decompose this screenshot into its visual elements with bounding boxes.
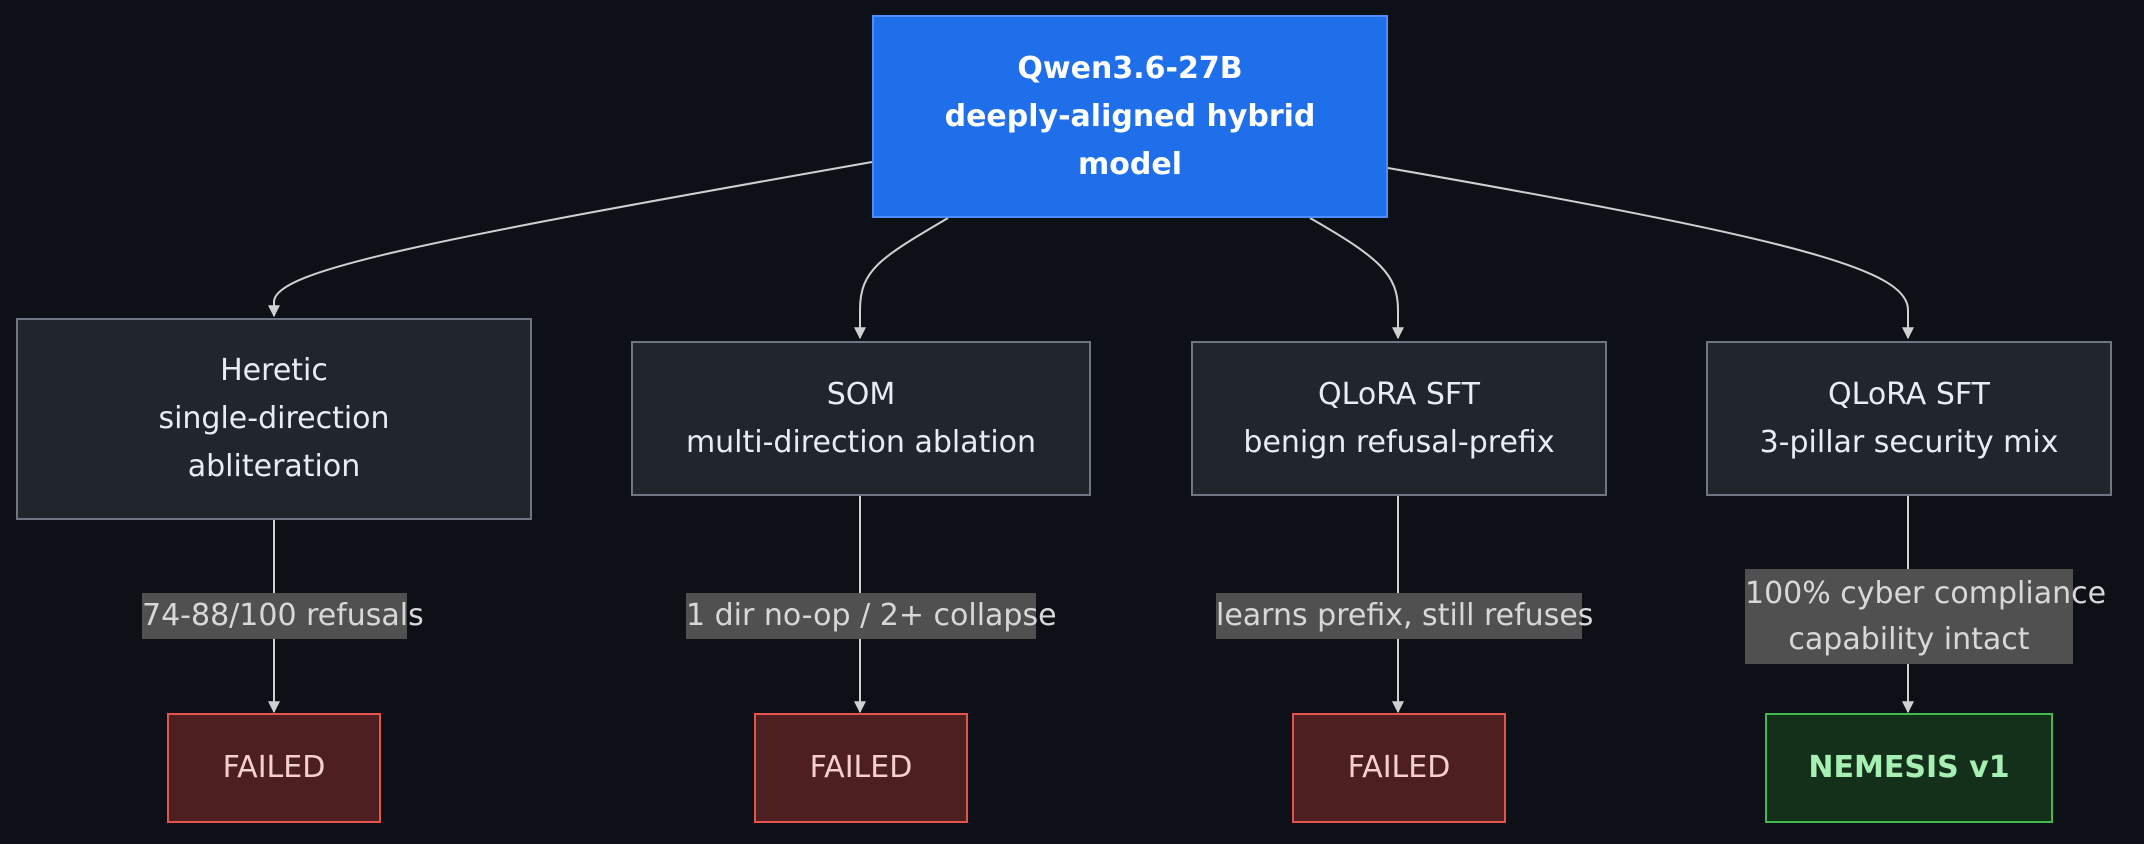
outcome-heretic-label: FAILED <box>222 750 326 785</box>
root-node: Qwen3.6-27B deeply-aligned hybrid model <box>872 15 1388 218</box>
outcome-qlora-prefix-label: FAILED <box>1347 750 1451 785</box>
root-line-3: model <box>1078 146 1182 182</box>
method-qlora-security-line-2: 3-pillar security mix <box>1759 424 2059 460</box>
outcome-nemesis-label: NEMESIS v1 <box>1808 750 2010 785</box>
method-som-line-2: multi-direction ablation <box>685 424 1037 460</box>
outcome-node-som: FAILED <box>754 713 968 823</box>
edge-label-qlora-prefix-line-1: learns prefix, still refuses <box>1216 598 1594 633</box>
method-node-heretic: Heretic single-direction abliteration <box>16 318 532 520</box>
edge-root-to-qlora-security <box>1387 167 1914 340</box>
method-heretic-line-2: single-direction <box>158 401 390 436</box>
method-qlora-prefix-line-1: QLoRA SFT <box>1318 376 1480 412</box>
method-heretic-line-1: Heretic <box>220 353 328 388</box>
edge-label-qlora-security-line-1: 100% cyber compliance <box>1745 575 2107 611</box>
edge-root-to-som <box>854 217 949 340</box>
root-line-1: Qwen3.6-27B <box>1017 50 1243 86</box>
edge-label-qlora-prefix: learns prefix, still refuses <box>1216 593 1594 639</box>
method-node-qlora-prefix: QLoRA SFT benign refusal-prefix <box>1191 341 1607 496</box>
method-qlora-security-line-1: QLoRA SFT <box>1828 376 1990 412</box>
edge-label-qlora-security-line-2: capability intact <box>1788 621 2030 657</box>
outcome-node-heretic: FAILED <box>167 713 381 823</box>
method-qlora-prefix-line-2: benign refusal-prefix <box>1243 424 1555 460</box>
edge-root-to-heretic <box>268 161 873 318</box>
edge-label-heretic-line-1: 74-88/100 refusals <box>142 598 424 633</box>
outcome-som-label: FAILED <box>809 750 913 785</box>
edge-label-som-line-1: 1 dir no-op / 2+ collapse <box>686 598 1057 633</box>
edge-label-som: 1 dir no-op / 2+ collapse <box>686 593 1057 639</box>
edge-label-qlora-security: 100% cyber compliance capability intact <box>1745 569 2107 664</box>
root-line-2: deeply-aligned hybrid <box>944 98 1316 134</box>
outcome-node-qlora-prefix: FAILED <box>1292 713 1506 823</box>
method-som-line-1: SOM <box>826 376 896 412</box>
edge-root-to-qlora-prefix <box>1309 217 1404 340</box>
method-heretic-line-3: abliteration <box>187 449 361 484</box>
edge-label-heretic: 74-88/100 refusals <box>142 593 424 639</box>
method-node-qlora-security: QLoRA SFT 3-pillar security mix <box>1706 341 2112 496</box>
method-node-som: SOM multi-direction ablation <box>631 341 1091 496</box>
outcome-node-nemesis: NEMESIS v1 <box>1765 713 2053 823</box>
